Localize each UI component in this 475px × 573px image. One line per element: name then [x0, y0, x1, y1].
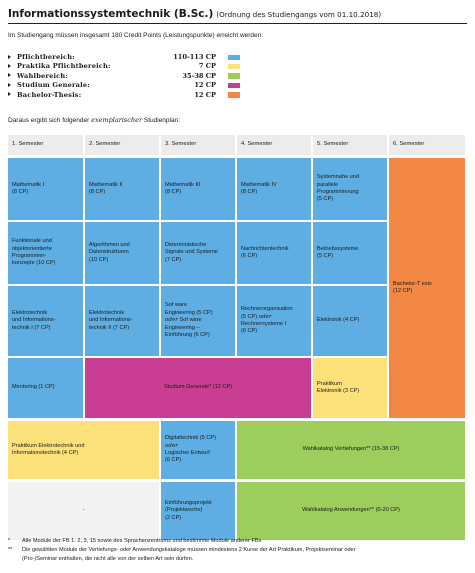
footnote-text: Alle Module der FB 1, 2, 3, 15 sowie des…: [22, 538, 262, 544]
module-mathematik-1: Mathematik I(8 CP): [8, 158, 83, 220]
footnote-2: ** Die gewählten Module der Vertiefungs-…: [8, 546, 468, 555]
module-wahlkatalog-vertiefungen: Wahlkatalog Vertiefungen** (15-38 CP): [237, 421, 465, 479]
cp-label: Bachelor-Thesis:: [17, 90, 82, 99]
bullet-triangle-icon: [8, 54, 11, 59]
module-mathematik-3: Mathematik III(8 CP): [161, 158, 235, 220]
plan-intro-after: Studienplan:: [143, 117, 181, 124]
cp-item-praktika: Praktika Pflichtbereich: 7 CP: [8, 62, 268, 71]
plan-intro-before: Daraus ergibt sich folgender: [8, 117, 90, 124]
cp-value: 110-113 CP: [173, 53, 216, 61]
module-mathematik-2: Mathematik II(8 CP): [85, 158, 159, 220]
module-studium-generale: Studium Generale* (12 CP): [85, 358, 311, 418]
semester-header-5: 5. Semester: [313, 135, 387, 155]
module-elektronik: Elektronik (4 CP): [313, 286, 387, 356]
semester-header-1: 1. Semester: [8, 135, 83, 155]
footnote-1: * Alle Module der FB 1, 2, 3, 15 sowie d…: [8, 537, 468, 546]
bullet-triangle-icon: [8, 63, 11, 68]
bullet-triangle-icon: [8, 92, 11, 97]
footnote-text: Die gewählten Module der Vertiefungs- od…: [22, 547, 356, 553]
cp-value: 12 CP: [194, 90, 216, 99]
bullet-triangle-icon: [8, 73, 11, 78]
study-plan-grid: 1. Semester 2. Semester 3. Semester 4. S…: [8, 135, 465, 540]
module-empty-dash: -: [8, 482, 159, 540]
title-row: Informationssystemtechnik (B.Sc.)(Ordnun…: [8, 6, 467, 24]
module-bachelor-thesis: Bachelor-T esis(12 CP): [389, 158, 465, 418]
module-einfuehrungsprojekt: Einführungsprojekt(Projektwoche)(2 CP): [161, 482, 235, 540]
module-wahlkatalog-anwendungen: Wahlkatalog Anwendungen** (0-20 CP): [237, 482, 465, 540]
cp-value: 7 CP: [198, 62, 216, 71]
plan-intro: Daraus ergibt sich folgender exemplarisc…: [8, 116, 180, 124]
page-subtitle: (Ordnung des Studiengangs vom 01.10.2018…: [216, 10, 382, 19]
page-title: Informationssystemtechnik (B.Sc.)(Ordnun…: [8, 8, 381, 20]
cp-label: Pflichtbereich:: [17, 53, 75, 61]
bullet-triangle-icon: [8, 82, 11, 87]
cp-item-wahl: Wahlbereich: 35-38 CP: [8, 72, 268, 81]
intro-text: Im Studiengang müssen insgesamt 180 Cred…: [8, 32, 264, 39]
color-swatch-magenta: [228, 82, 240, 89]
module-mentoring: Mentoring (1 CP): [8, 358, 83, 418]
module-betriebssysteme: Betriebssysteme(5 CP): [313, 222, 387, 284]
credit-points-list: Pflichtbereich: 110-113 CP Praktika Pfli…: [8, 53, 268, 100]
semester-header-2: 2. Semester: [85, 135, 159, 155]
cp-value: 35-38 CP: [182, 71, 216, 80]
footnote-mark: *: [8, 538, 11, 544]
cp-label: Praktika Pflichtbereich:: [17, 62, 111, 71]
semester-header-3: 3. Semester: [161, 135, 235, 155]
module-mathematik-4: Mathematik IV(8 CP): [237, 158, 311, 220]
footnotes: * Alle Module der FB 1, 2, 3, 15 sowie d…: [8, 537, 468, 564]
cp-item-thesis: Bachelor-Thesis: 12 CP: [8, 91, 268, 100]
color-swatch-orange: [228, 92, 240, 98]
cp-value: 12 CP: [194, 81, 216, 90]
cp-label: Wahlbereich:: [17, 71, 69, 80]
title-text: Informationssystemtechnik (B.Sc.): [8, 8, 214, 20]
footnote-mark: **: [8, 547, 13, 553]
footnote-2-continuation: (Pro-)Seminar enthalten, die nicht alle …: [22, 556, 194, 562]
color-swatch-blue: [228, 54, 240, 60]
cp-item-studium-generale: Studium Generale: 12 CP: [8, 81, 268, 90]
semester-header-6: 6. Semester: [389, 135, 465, 155]
plan-intro-emphasis: exemplarischer: [91, 116, 143, 124]
color-swatch-green: [228, 73, 240, 79]
module-nachrichtentechnik: Nachrichtentechnik(6 CP): [237, 222, 311, 284]
color-swatch-yellow: [228, 63, 240, 70]
cp-item-pflicht: Pflichtbereich: 110-113 CP: [8, 53, 268, 62]
cp-label: Studium Generale:: [17, 81, 90, 90]
semester-header-4: 4. Semester: [237, 135, 311, 155]
